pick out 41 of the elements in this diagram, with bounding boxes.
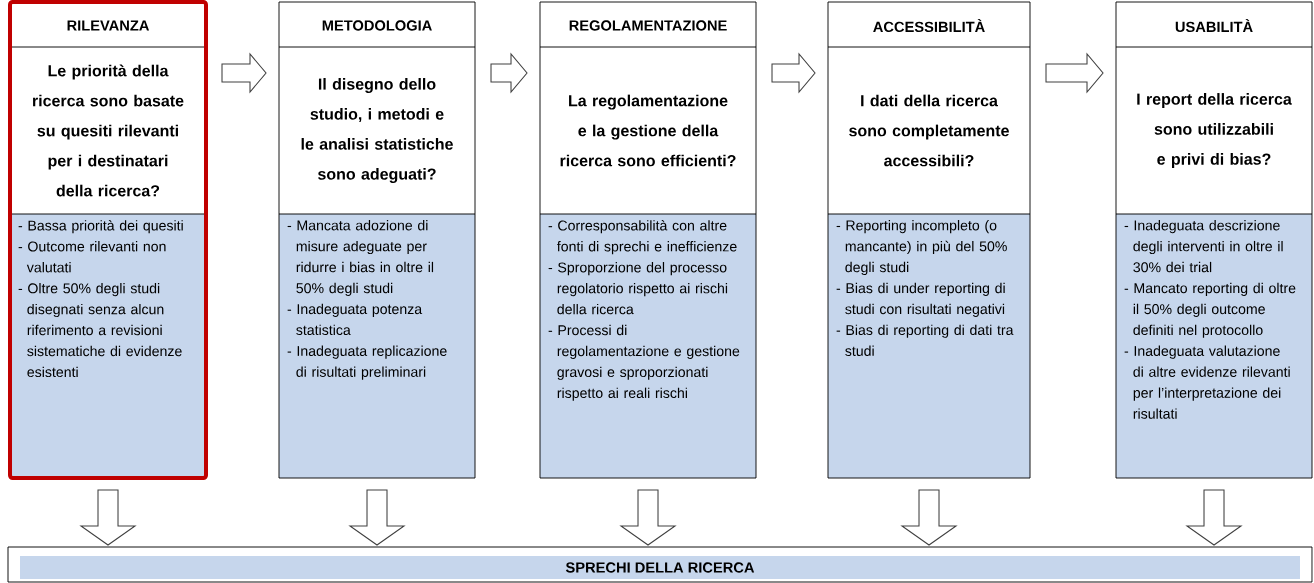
bullet-item: - Oltre 50% degli studi disegnati senza alcun riferimento a revisioni sistematiche di evidenze esistenti (18, 282, 182, 378)
outer-frame (7, 546, 1313, 583)
bullet-item: - Sproporzione del processo regolatorio rispetto ai rischi della ricerca (548, 262, 728, 315)
bullet-item: - Mancata adozione di misure adeguate per ridurre i bias in oltre il 50% degli studi (287, 220, 434, 296)
bullet-item: - Outcome rilevanti non valutati (18, 241, 166, 273)
block-arrow (490, 52, 528, 94)
bullet-item: - Bias di reporting di dati tra studi (836, 324, 1014, 356)
bullet-item: - Mancato reporting di oltre il 50% degli outcome definiti nel protocollo (1124, 282, 1296, 338)
question-text: I dati della ricerca sono completamente accessibili? (849, 94, 1009, 167)
column-heading: REGOLAMENTAZIONE (569, 20, 727, 31)
block-arrow (1185, 489, 1243, 546)
bullet-item: - Bassa priorità dei quesiti (18, 220, 183, 234)
column-card (278, 1, 476, 479)
column-card (827, 1, 1031, 479)
column-card (1115, 1, 1313, 479)
block-arrow (1045, 52, 1104, 94)
bullet-item: - Corresponsabilità con altre fonti di sprechi e inefficienze (548, 220, 737, 255)
block-arrow (900, 489, 958, 546)
bullet-item: - Bias di under reporting di studi con risultati negativi (836, 282, 1005, 317)
bullet-item: - Inadeguata replicazione di risultati preliminari (287, 345, 447, 380)
bullet-item: - Processi di regolamentazione e gestione gravosi e sproporzionati rispetto ai reali rischi (548, 324, 740, 401)
column-heading: RILEVANZA (67, 20, 150, 31)
block-arrow (348, 489, 406, 546)
question-text: Le priorità della ricerca sono basate su quesiti rilevanti per i destinatari della ricerca? (33, 64, 184, 197)
block-arrow (79, 489, 137, 546)
column-card (539, 1, 757, 479)
block-arrow (221, 52, 267, 94)
question-text: I report della ricerca sono utilizzabili e privi di bias? (1137, 93, 1292, 168)
block-arrow (619, 489, 677, 546)
column-card (8, 0, 208, 480)
result-band: SPRECHI DELLA RICERCA (20, 556, 1300, 579)
column-heading: METODOLOGIA (322, 20, 432, 31)
question-text: Il disegno dello studio, i metodi e le analisi statistiche sono adeguati? (301, 78, 453, 183)
question-text: La regolamentazione e la gestione della ricerca sono efficienti? (560, 94, 736, 167)
bullet-item: - Reporting incompleto (o mancante) in più del 50% degli studi (836, 220, 1007, 276)
column-heading: USABILITÀ (1175, 18, 1253, 33)
bullet-item: - Inadeguata descrizione degli interventi in oltre il 30% dei trial (1124, 220, 1283, 273)
bullet-item: - Inadeguata valutazione di altre evidenze rilevanti per l’interpretazione dei risultati (1124, 345, 1290, 419)
block-arrow (771, 52, 816, 94)
bullet-item: - Inadeguata potenza statistica (287, 303, 423, 336)
column-heading: ACCESSIBILITÀ (873, 18, 985, 33)
